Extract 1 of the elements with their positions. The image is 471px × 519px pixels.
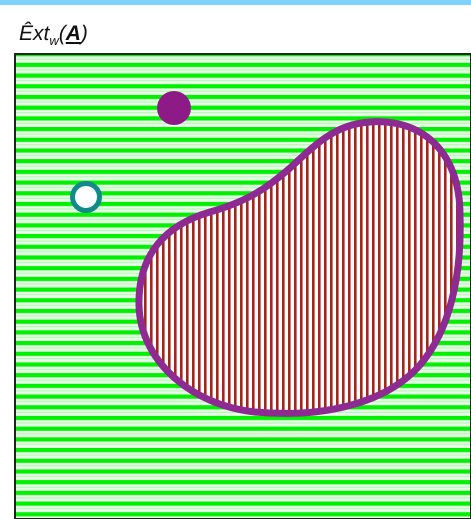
region-label: Êxt$_{w}$(A) xyxy=(19,22,88,48)
